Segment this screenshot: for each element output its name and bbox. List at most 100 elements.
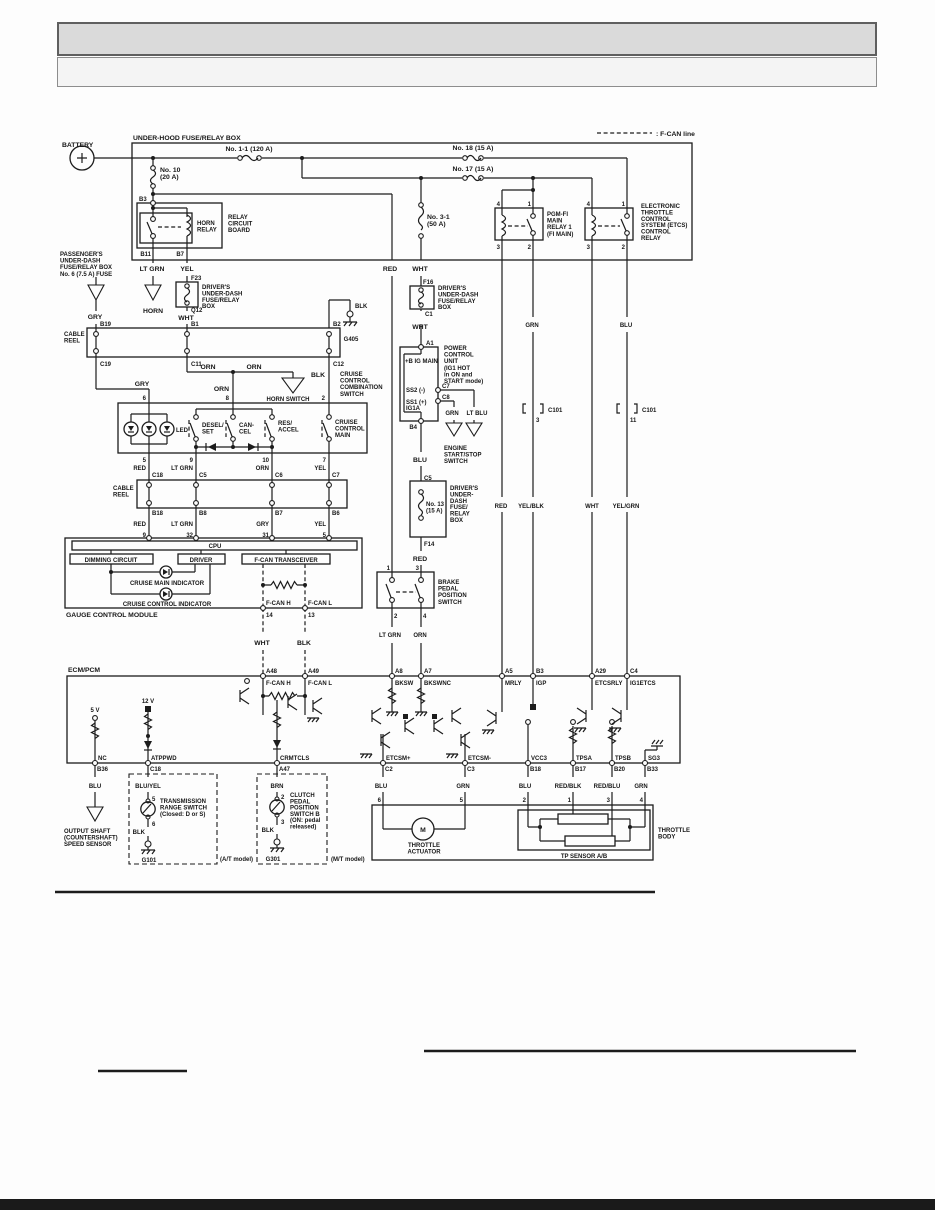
- diodes: [144, 443, 281, 751]
- gauge-pin9: 9: [143, 533, 147, 539]
- ecm-pcm-box: [66, 675, 681, 764]
- ecm-sig-tpsb: TPSB: [615, 756, 632, 762]
- tp-sensor-box: [517, 809, 651, 851]
- cruise-combination-switch-box: [117, 402, 368, 454]
- pcu-ig1a: IG1A: [406, 406, 421, 412]
- tb-pin4: 4: [640, 798, 644, 804]
- ecm-sig-fcanl: F-CAN L: [308, 681, 332, 687]
- no13-fuse-box: [409, 480, 447, 538]
- wire-wht-fcanh: WHT: [254, 640, 270, 647]
- ecm-sig-tpsa: TPSA: [576, 756, 593, 762]
- ecm-a48: A48: [266, 669, 278, 675]
- c101-label-1: C101: [548, 408, 563, 414]
- wire-blu-nc: BLU: [89, 784, 101, 790]
- pcu-b4: B4: [409, 425, 417, 431]
- tb-pin5: 5: [460, 798, 464, 804]
- fuse-f16-symbol: [417, 287, 425, 308]
- ecm-sig-atppwd: ATPPWD: [151, 756, 177, 762]
- fuse-3-1-symbol: [417, 202, 425, 239]
- ecm-b17: B17: [575, 767, 587, 773]
- pcu-a1: A1: [426, 341, 434, 347]
- junction-dots: [109, 156, 632, 829]
- wire-wht-etcsrly: WHT: [585, 504, 599, 510]
- ecm-c3: C3: [467, 767, 475, 773]
- pcu-c8: C8: [442, 395, 450, 401]
- ground-g301: G301: [266, 857, 281, 863]
- wire-red-brake-feed: RED: [383, 266, 397, 273]
- brake-pin4: 4: [423, 614, 427, 620]
- c101-pin3: 3: [536, 418, 540, 424]
- pgmfi-pin2: 2: [528, 245, 532, 251]
- underhood-box-label: UNDER-HOOD FUSE/RELAY BOX: [133, 135, 241, 142]
- wire-ltgrn-bksw: LT GRN: [379, 633, 401, 639]
- wire-red-c18: RED: [133, 466, 146, 472]
- ecm-5v: 5 V: [90, 708, 99, 714]
- battery-label: BATTERY: [62, 142, 94, 149]
- wire-grn-c101: GRN: [525, 323, 538, 329]
- wire-blu-c101: BLU: [620, 323, 632, 329]
- gauge-pin13: 13: [308, 613, 315, 619]
- page-bottom-rule: [0, 1199, 935, 1210]
- trans-pin6: 6: [152, 822, 156, 828]
- pcu-ss2: SS2 (-): [406, 388, 425, 394]
- wire-blu-b4: BLU: [413, 457, 427, 464]
- reel1-c12: C12: [333, 362, 345, 368]
- c101-label-2: C101: [642, 408, 657, 414]
- no13-f14: F14: [424, 542, 435, 548]
- ecm-sig-mrly: MRLY: [505, 681, 521, 687]
- ground-g101: G101: [142, 858, 157, 864]
- no13-fuse-label: No. 13(15 A): [426, 502, 445, 514]
- gauge-pin14: 14: [266, 613, 273, 619]
- header-bar-primary: [57, 22, 877, 56]
- fuse-symbols: [149, 154, 484, 521]
- throttle-actuator-motor: [411, 817, 435, 841]
- f16-c1: C1: [425, 312, 433, 318]
- underhood-fuse-relay-box: [131, 142, 693, 261]
- ecm-b33: B33: [647, 767, 659, 773]
- fuse-18-symbol: [462, 154, 484, 162]
- tb-pin6: 6: [378, 798, 382, 804]
- clutch-switch-symbol: [269, 799, 285, 815]
- fuse-13-symbol: [417, 489, 425, 521]
- brake-pin2: 2: [394, 614, 398, 620]
- component-boxes: [64, 142, 693, 865]
- reel2-c18: C18: [152, 473, 164, 479]
- cancel-label: CAN-CEL: [239, 423, 254, 435]
- wire-gry-31: GRY: [256, 522, 269, 528]
- cable-reel-2-box: [136, 479, 348, 509]
- header-bar-secondary: [57, 57, 877, 87]
- mt-model-label: (M/T model): [331, 857, 365, 863]
- wire-blu-etcsm-p: BLU: [375, 784, 387, 790]
- ground-g405: G405: [344, 337, 359, 343]
- c101-pin11: 11: [630, 418, 637, 424]
- pcu-big-main: +B IG MAIN: [405, 359, 438, 365]
- horn-switch-triangle: [280, 377, 306, 394]
- pcu-ss1: SS1 (+): [406, 400, 427, 406]
- ecm-sig-etcsm-m: ETCSM-: [468, 756, 491, 762]
- transceiver-label: F-CAN TRANSCEIVER: [254, 558, 318, 564]
- reel2-c6: C6: [275, 473, 283, 479]
- clutch-pin2: 2: [281, 795, 285, 801]
- ecm-sig-igp: IGP: [536, 681, 546, 687]
- wire-ltgrn-32: LT GRN: [171, 522, 193, 528]
- ecm-sig-sg3: SG3: [648, 756, 661, 762]
- brake-pedal-switch-box: [376, 571, 435, 609]
- reel1-b1: B1: [191, 322, 199, 328]
- wire-blk-g301: BLK: [262, 828, 275, 834]
- wire-grn-ss1: GRN: [445, 411, 458, 417]
- no13-c5: C5: [424, 476, 432, 482]
- wire-blu-vcc3: BLU: [519, 784, 531, 790]
- led-label: LED: [176, 428, 189, 434]
- pgmfi-pin3: 3: [497, 245, 501, 251]
- driver-label: DRIVER: [190, 558, 213, 564]
- cruise-pin6: 6: [143, 396, 147, 402]
